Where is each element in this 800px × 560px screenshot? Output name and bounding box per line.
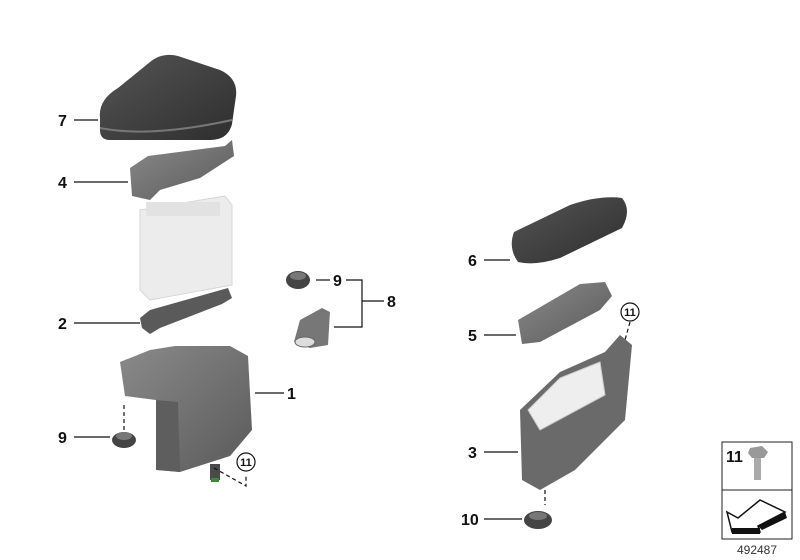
grommet-part-9-left[interactable] — [112, 405, 136, 448]
svg-text:11: 11 — [624, 307, 636, 319]
callout-2: 2 — [58, 316, 67, 333]
grommet-part-9-mid[interactable] — [286, 271, 310, 289]
cover-part-6[interactable] — [511, 197, 627, 264]
callout-1: 1 — [287, 386, 296, 403]
callout-3: 3 — [468, 445, 477, 462]
callout-7: 7 — [58, 113, 67, 130]
arrow-icon — [725, 499, 787, 534]
housing-part-1[interactable] — [120, 346, 252, 482]
cover-part-7[interactable] — [99, 54, 237, 140]
cover-part-5[interactable] — [518, 282, 612, 344]
cover-part-4[interactable] — [130, 140, 234, 200]
control-unit-ghost — [139, 195, 233, 301]
bracket-part-8[interactable] — [294, 308, 330, 348]
holder-part-3[interactable] — [520, 335, 632, 505]
callout-5: 5 — [468, 328, 477, 345]
screw-icon — [748, 446, 768, 480]
callout-9-mid: 9 — [333, 273, 342, 290]
callout-6: 6 — [468, 253, 477, 270]
callout-11-left: 11 — [236, 452, 256, 472]
legend-screw-number: 11 — [726, 449, 743, 466]
callout-9-left: 9 — [58, 430, 67, 447]
callout-11-right: 11 — [620, 302, 640, 322]
svg-text:11: 11 — [240, 457, 252, 469]
callout-8: 8 — [387, 294, 396, 311]
grommet-part-10[interactable] — [524, 511, 552, 529]
callout-4: 4 — [58, 175, 67, 192]
callout-10: 10 — [461, 512, 479, 529]
legend-box: 11 — [721, 441, 793, 540]
bracket-part-2[interactable] — [140, 288, 232, 334]
image-number: 492487 — [737, 543, 777, 557]
